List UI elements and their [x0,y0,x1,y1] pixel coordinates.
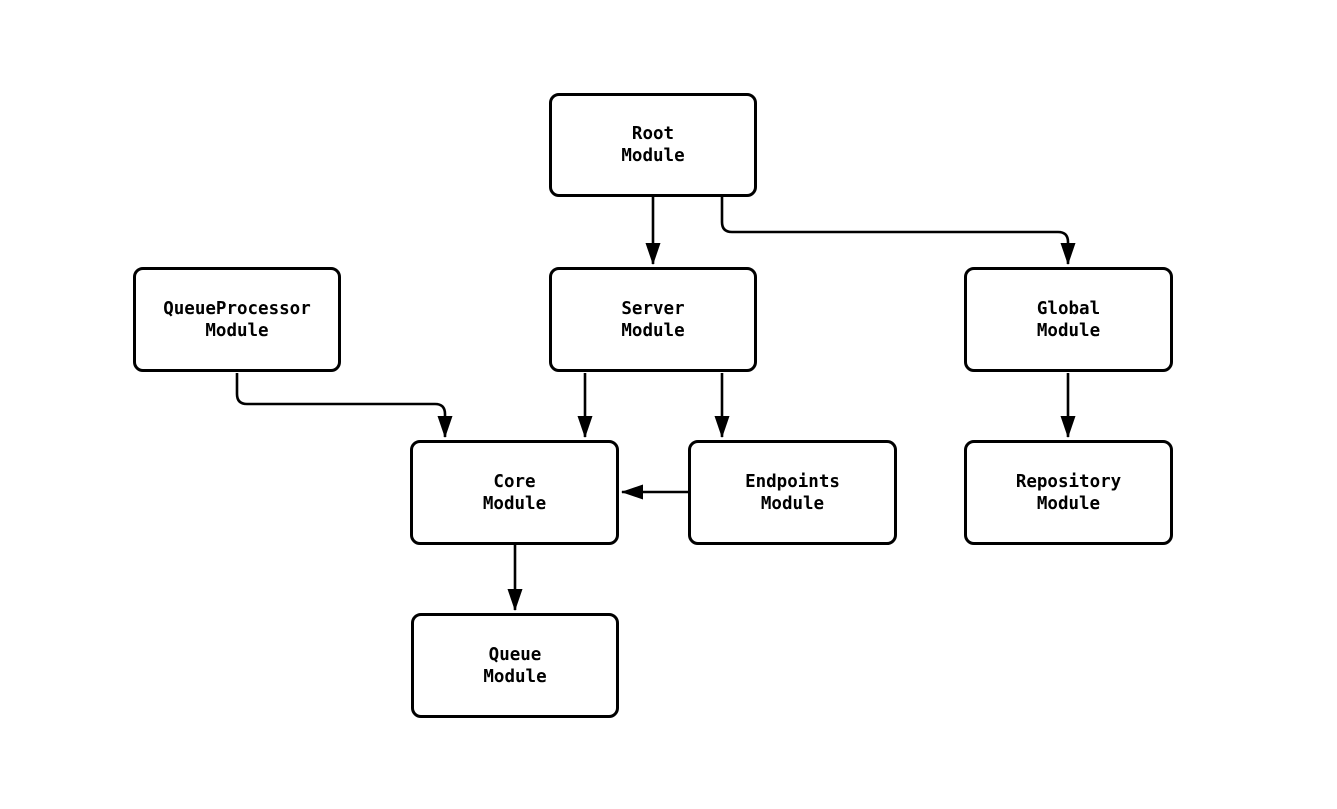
node-server-module-label: Server Module [621,298,685,341]
node-core-module: Core Module [410,440,619,545]
node-global-module-label: Global Module [1036,298,1101,341]
edge-queueprocessor-to-core [235,373,453,438]
node-queue-module: Queue Module [411,613,619,718]
node-global-module: Global Module [964,267,1173,372]
node-repository-module-label: Repository Module [1015,471,1122,514]
edge-root-to-global [720,197,1076,265]
node-root-module-label: Root Module [621,124,685,166]
node-endpoints-module-label: Endpoints Module [745,471,840,514]
node-queueprocessor-module: QueueProcessor Module [133,267,341,372]
node-server-module: Server Module [549,267,757,372]
node-core-module-label: Core Module [482,471,547,514]
node-queueprocessor-module-label: QueueProcessor Module [163,298,311,341]
node-repository-module: Repository Module [964,440,1173,545]
node-root-module: Root Module [549,93,757,197]
node-queue-module-label: Queue Module [483,644,547,687]
node-endpoints-module: Endpoints Module [688,440,897,545]
